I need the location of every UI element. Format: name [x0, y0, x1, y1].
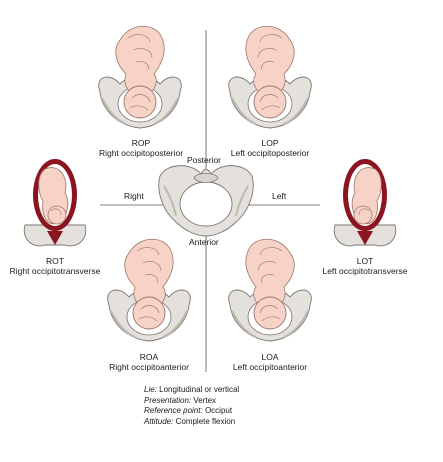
axis-label-right: Right: [124, 191, 144, 201]
position-abbr: ROA: [139, 352, 159, 362]
center-pelvis-icon: [158, 165, 254, 237]
legend-row: Reference point: Occiput: [144, 406, 239, 417]
legend-key: Reference point:: [144, 406, 203, 416]
position-name: Right occipitotransverse: [9, 266, 101, 276]
position-name: Left occipitotransverse: [322, 266, 408, 276]
position-name: Left occipitoanterior: [232, 362, 308, 372]
fetus-in-pelvis-icon: [228, 238, 312, 342]
position-name: Left occipitoposterior: [230, 148, 310, 158]
legend-key: Attitude:: [144, 416, 174, 426]
position-abbr: ROT: [46, 256, 64, 266]
legend-row: Presentation: Vertex: [144, 396, 239, 407]
position-name: Right occipitoanterior: [109, 362, 189, 372]
fetus-in-pelvis-icon: [107, 238, 191, 342]
caption-rop: ROP Right occipitoposterior: [99, 138, 183, 158]
axis-label-left: Left: [272, 191, 287, 201]
legend-value: Complete flexion: [175, 416, 236, 426]
axis-label-anterior: Anterior: [189, 237, 219, 247]
legend-value: Occiput: [204, 406, 233, 416]
caption-roa: ROA Right occipitoanterior: [109, 352, 189, 372]
fetus-in-uterus-icon: [23, 159, 87, 247]
position-name: Right occipitoposterior: [98, 148, 184, 158]
legend-key: Lie:: [144, 385, 157, 394]
axis-label-posterior: Posterior: [187, 155, 222, 165]
caption-lop: LOP Left occipitoposterior: [231, 138, 309, 158]
legend-value: Vertex: [193, 395, 217, 405]
position-abbr: ROP: [131, 138, 151, 148]
legend-key: Presentation:: [144, 395, 192, 405]
position-abbr: LOT: [356, 256, 374, 266]
fetus-in-pelvis-icon: [98, 25, 182, 129]
fetus-in-pelvis-icon: [228, 25, 312, 129]
position-abbr: LOP: [261, 138, 279, 148]
legend-row: Lie: Longitudinal or vertical: [144, 385, 239, 396]
caption-lot: LOT Left occipitotransverse: [322, 256, 407, 276]
legend: Lie: Longitudinal or vertical Presentati…: [144, 385, 239, 427]
legend-value: Longitudinal or vertical: [159, 385, 240, 394]
legend-row: Attitude: Complete flexion: [144, 417, 239, 428]
position-abbr: LOA: [261, 352, 279, 362]
caption-rot: ROT Right occipitotransverse: [10, 256, 101, 276]
caption-loa: LOA Left occipitoanterior: [233, 352, 307, 372]
fetus-in-uterus-icon: [333, 159, 397, 247]
